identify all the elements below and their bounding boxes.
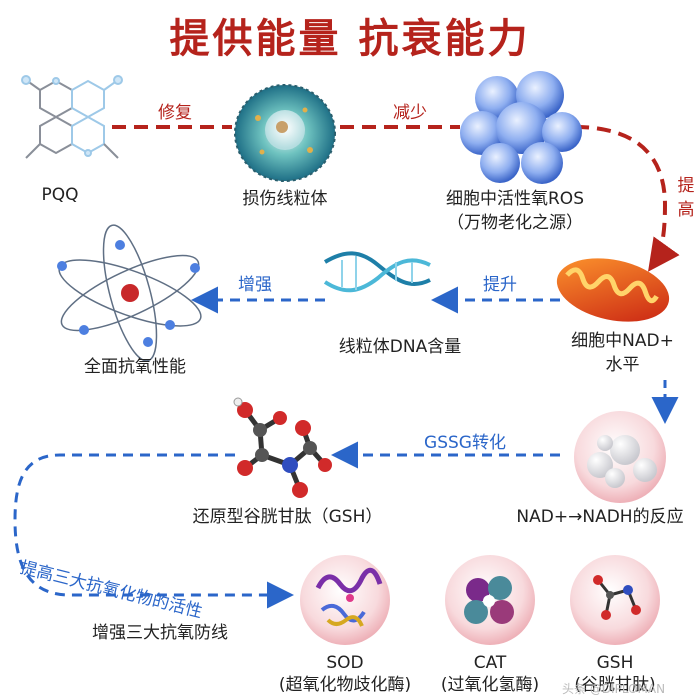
cat-label-line1: CAT (473, 653, 507, 673)
gsh-sphere-icon (570, 555, 660, 645)
dna-helix-icon (323, 251, 431, 293)
mitochondrion-icon (556, 258, 670, 322)
pqq-molecule-icon (21, 75, 123, 159)
red-flow-arrows (112, 125, 680, 272)
sod-label-line2: (超氧化物歧化酶) (278, 675, 412, 695)
nadh-reaction-icon (574, 411, 666, 503)
watermark: 头条 @DIPLOMAN (562, 682, 666, 696)
raise-label: 提高 (677, 176, 695, 220)
cat-label-line2: (过氧化氢酶) (440, 675, 540, 695)
gsh-label-line1: GSH (596, 653, 634, 673)
page-title: 提供能量 抗衰能力 (169, 16, 531, 62)
nad-label-line2: 水平 (605, 355, 640, 375)
atom-icon (57, 224, 202, 362)
antioxidant-label: 全面抗氧性能 (84, 357, 186, 377)
promote-label: 提升 (483, 275, 517, 295)
damaged-mito-label: 损伤线粒体 (242, 189, 328, 209)
reduce-label: 减少 (393, 103, 427, 123)
gsh-reduced-label: 还原型谷胱甘肽（GSH） (192, 507, 383, 527)
defense-label: 增强三大抗氧防线 (92, 623, 228, 643)
repair-label: 修复 (158, 103, 192, 123)
ros-label-line2: （万物老化之源） (447, 213, 583, 233)
dna-label: 线粒体DNA含量 (338, 337, 462, 357)
nad-label-line1: 细胞中NAD+ (571, 331, 674, 351)
blue-flow-arrows (13, 286, 679, 609)
nadh-label: NAD+→NADH的反应 (516, 507, 684, 527)
ros-molecules-icon (460, 71, 582, 184)
enhance-label: 增强 (238, 275, 272, 295)
damaged-mitochondria-icon (234, 84, 336, 182)
sod-enzyme-icon (300, 555, 390, 645)
gssg-label: GSSG转化 (424, 433, 506, 453)
pqq-label: PQQ (41, 185, 79, 205)
ros-label-line1: 细胞中活性氧ROS (446, 189, 584, 209)
gsh-molecule-icon (233, 397, 332, 498)
gsh-label-line2: (谷胱甘肽) (574, 675, 656, 695)
sod-label-line1: SOD (326, 653, 364, 673)
cat-enzyme-icon (445, 555, 535, 645)
